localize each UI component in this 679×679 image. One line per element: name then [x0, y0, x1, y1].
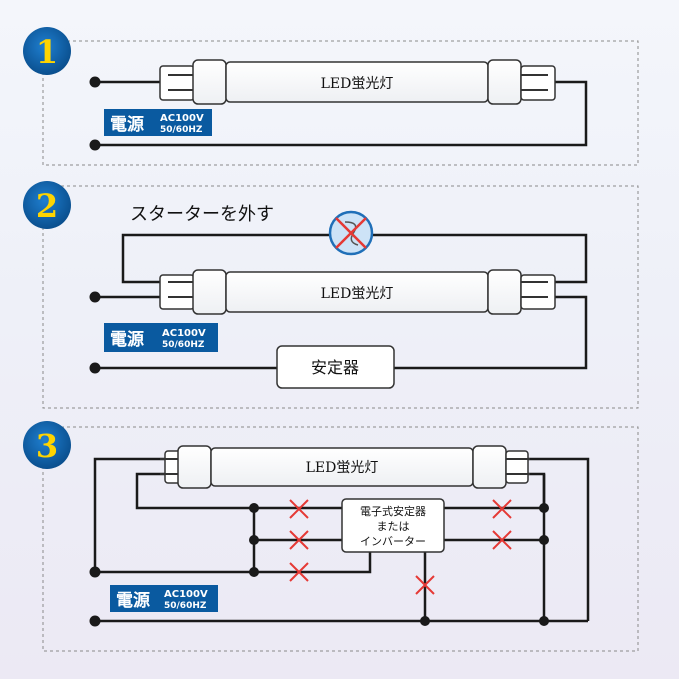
cut-marks — [289, 499, 512, 595]
step-2-terminal-top — [89, 291, 101, 303]
step-3-power-title: 電源 — [116, 590, 150, 611]
step-1-power-label: 電源 AC100V 50/60HZ — [104, 109, 212, 136]
step-2-panel: スターターを外す LED蛍光灯 安定 — [23, 181, 639, 409]
step-1-terminal-bottom — [89, 139, 101, 151]
cut-mark-3 — [289, 562, 309, 582]
inverter-label-line2: または — [377, 520, 410, 533]
step-3-frame — [42, 426, 639, 652]
cut-mark-4 — [492, 499, 512, 519]
step-3-led-tube — [160, 445, 530, 489]
cut-mark-2 — [289, 530, 309, 550]
step-1-number: 1 — [36, 33, 58, 71]
step-2-caption: スターターを外す — [130, 204, 274, 225]
step-3-wires — [93, 457, 590, 623]
step-2-wires — [95, 233, 588, 370]
step-1-power-title: 電源 — [110, 114, 144, 135]
step-3-tube-label: LED蛍光灯 — [306, 460, 379, 476]
step-3-power-label: 電源 AC100V 50/60HZ — [110, 585, 218, 612]
step-1-badge: 1 — [23, 27, 71, 75]
step-2-badge: 2 — [23, 181, 71, 229]
step-1-panel: LED蛍光灯 電源 AC100V 50/60HZ 1 — [23, 27, 639, 166]
step-3-terminal-bottom — [89, 615, 101, 627]
cut-mark-5 — [492, 530, 512, 550]
step-3-badge: 3 — [23, 421, 71, 469]
step-2-power-title: 電源 — [110, 329, 144, 350]
starter-icon — [328, 210, 374, 256]
inverter-box — [341, 498, 445, 553]
step-2-terminal-bottom — [89, 362, 101, 374]
step-3-power-voltage: AC100V — [164, 589, 208, 600]
step-2-power-voltage: AC100V — [162, 328, 206, 339]
step-3-number: 3 — [36, 427, 58, 465]
step-3-junctions — [249, 503, 549, 626]
step-1-power-voltage: AC100V — [160, 113, 204, 124]
step-1-power-frequency: 50/60HZ — [160, 125, 203, 135]
ballast-label: 安定器 — [311, 358, 359, 377]
step-2-number: 2 — [36, 187, 58, 225]
step-2-led-tube — [159, 269, 556, 315]
step-2-power-frequency: 50/60HZ — [162, 340, 205, 350]
step-1-led-tube — [159, 59, 556, 105]
step-3-terminal-top — [89, 566, 101, 578]
step-1-frame — [42, 40, 639, 166]
step-1-tube-label: LED蛍光灯 — [321, 76, 394, 92]
cut-mark-6 — [415, 575, 435, 595]
inverter-label-line1: 電子式安定器 — [360, 504, 426, 518]
step-3-panel: LED蛍光灯 電子式安定器 または インバーター 電源 AC100V 50/60… — [23, 421, 639, 652]
ballast-box — [276, 345, 395, 389]
cut-mark-1 — [289, 499, 309, 519]
step-3-power-frequency: 50/60HZ — [164, 601, 207, 611]
inverter-label-line3: インバーター — [360, 535, 426, 548]
step-2-power-label: 電源 AC100V 50/60HZ — [104, 323, 218, 352]
step-2-tube-label: LED蛍光灯 — [321, 286, 394, 302]
step-1-terminal-top — [89, 76, 101, 88]
